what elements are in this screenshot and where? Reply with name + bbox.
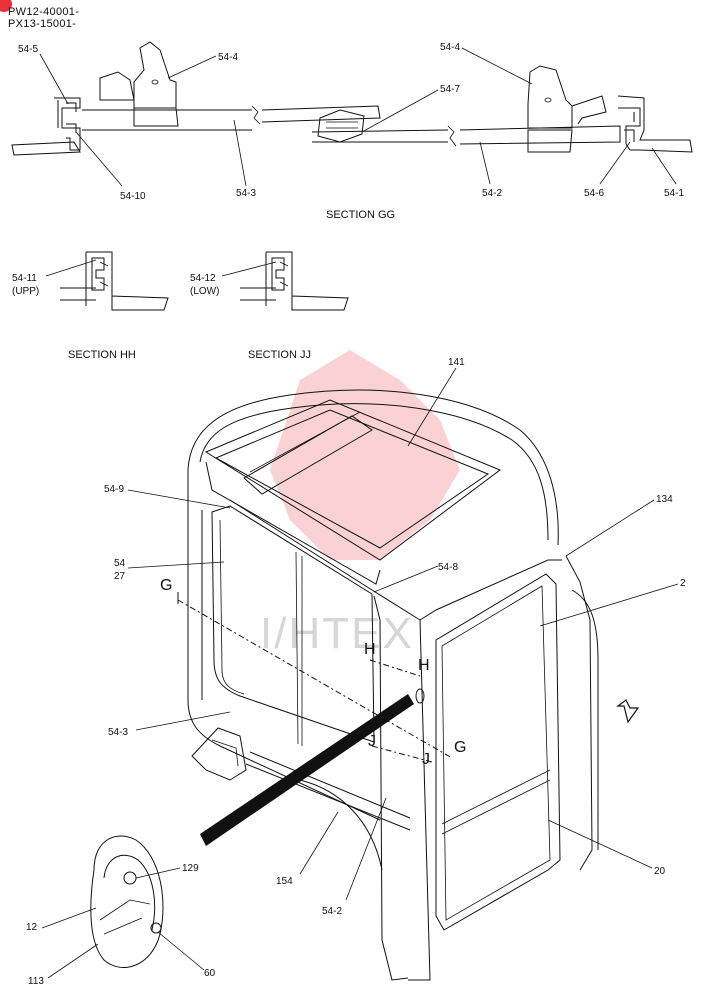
watermark-text: I/HTEX: [260, 609, 414, 658]
svg-text:54-5: 54-5: [18, 44, 38, 55]
svg-text:54-11: 54-11: [12, 273, 37, 284]
callout-113: 113: [28, 943, 99, 987]
mirror-drawing: [90, 835, 164, 968]
svg-text:54-3: 54-3: [108, 727, 128, 738]
cut-line-j: J J: [368, 733, 433, 768]
svg-text:54-2: 54-2: [322, 906, 342, 917]
callout-54-2-top: 54-2: [479, 141, 502, 199]
callout-54-4-left: 54-4: [167, 52, 238, 79]
svg-text:2: 2: [680, 578, 686, 589]
svg-text:(UPP): (UPP): [12, 286, 39, 297]
svg-text:129: 129: [182, 863, 199, 874]
section-jj-drawing: [240, 251, 349, 311]
svg-text:54-4: 54-4: [218, 52, 238, 63]
callout-134: 134: [565, 494, 673, 557]
svg-text:54-9: 54-9: [104, 484, 124, 495]
callout-54-3-top: 54-3: [233, 119, 256, 199]
section-hh-drawing: [60, 251, 169, 311]
svg-text:54-2: 54-2: [482, 188, 502, 199]
callout-20: 20: [547, 819, 666, 877]
callout-54-3-cab: 54-3: [108, 711, 231, 738]
callout-54-27: 54 27: [114, 558, 225, 582]
mirror-pointer: [200, 694, 414, 846]
svg-text:G: G: [160, 577, 172, 594]
callout-54-2-cab: 54-2: [322, 797, 387, 917]
callout-129: 129: [135, 863, 199, 879]
svg-text:54-4: 54-4: [440, 42, 460, 53]
svg-text:12: 12: [26, 922, 38, 933]
callout-2: 2: [539, 578, 686, 627]
door-lock: [415, 688, 425, 704]
cab-drawing: [187, 389, 599, 981]
callout-60: 60: [157, 931, 216, 979]
callout-54-6: 54-6: [584, 141, 631, 199]
svg-text:54-8: 54-8: [438, 562, 458, 573]
svg-text:113: 113: [28, 976, 44, 987]
svg-text:(LOW): (LOW): [190, 286, 219, 297]
svg-text:54-7: 54-7: [440, 84, 460, 95]
svg-text:H: H: [418, 657, 430, 674]
callout-54-5: 54-5: [18, 44, 69, 105]
callout-54-12: 54-12 (LOW): [190, 261, 277, 297]
svg-text:134: 134: [656, 494, 673, 505]
callout-12: 12: [26, 907, 97, 933]
section-hh-label: SECTION HH: [68, 349, 136, 361]
cut-line-h: H H: [364, 641, 430, 677]
watermark-logo: [270, 350, 460, 560]
svg-text:20: 20: [654, 866, 666, 877]
svg-text:54-6: 54-6: [584, 188, 604, 199]
svg-text:H: H: [364, 641, 376, 658]
section-gg-label: SECTION GG: [326, 209, 395, 221]
svg-text:J: J: [422, 751, 430, 768]
callout-54-1: 54-1: [651, 147, 684, 199]
callout-54-8: 54-8: [373, 562, 458, 593]
svg-text:54-12: 54-12: [190, 273, 216, 284]
callout-54-9: 54-9: [104, 484, 231, 509]
direction-arrow-icon: [616, 699, 640, 724]
callout-54-11: 54-11 (UPP): [12, 259, 97, 297]
svg-text:154: 154: [276, 876, 293, 887]
callout-154: 154: [276, 811, 339, 887]
callout-54-10: 54-10: [75, 131, 146, 202]
svg-text:54-3: 54-3: [236, 188, 256, 199]
model-range-1: PW12-40001-: [8, 6, 79, 18]
callout-141: 141: [407, 357, 465, 447]
model-range-2: PX13-15001-: [8, 18, 76, 30]
callout-54-7: 54-7: [361, 84, 460, 133]
callout-54-4-right: 54-4: [440, 42, 533, 85]
svg-text:141: 141: [448, 357, 465, 368]
section-jj-label: SECTION JJ: [248, 349, 311, 361]
svg-text:G: G: [454, 739, 466, 756]
corner-badge: [0, 0, 12, 12]
svg-text:54: 54: [114, 558, 126, 569]
section-gg-drawing: [11, 41, 693, 156]
svg-text:54-10: 54-10: [120, 191, 146, 202]
cut-line-g: G G: [160, 577, 466, 759]
svg-text:60: 60: [204, 968, 216, 979]
svg-text:54-1: 54-1: [664, 188, 684, 199]
svg-text:27: 27: [114, 571, 126, 582]
svg-text:J: J: [368, 733, 376, 750]
